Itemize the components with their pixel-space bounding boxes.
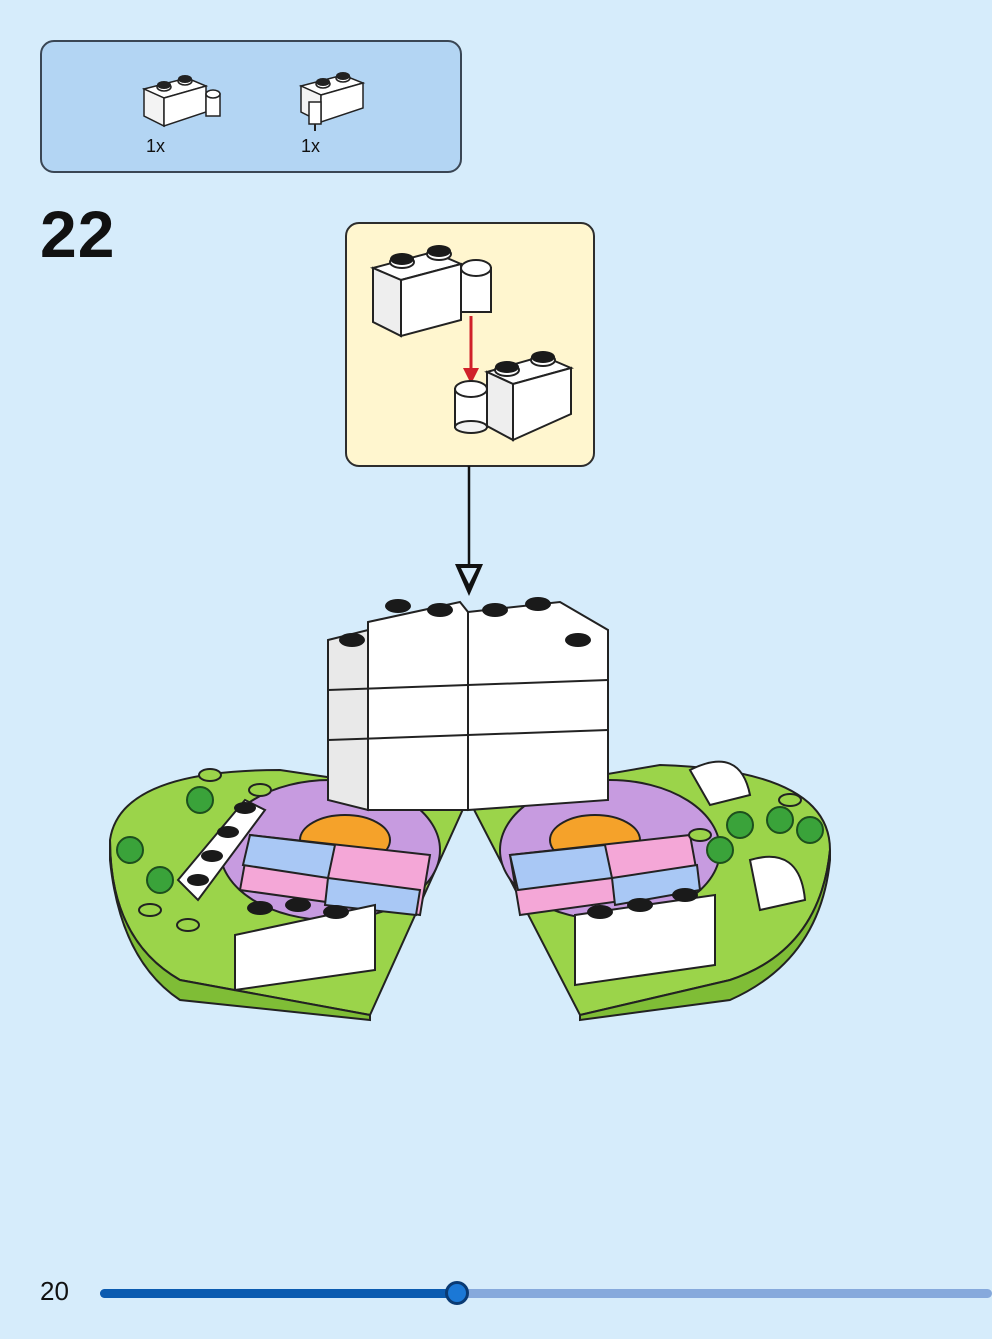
sub-assembly-callout bbox=[345, 222, 595, 467]
part-item: 1x bbox=[142, 64, 232, 164]
part-quantity: 1x bbox=[301, 136, 321, 156]
brick-with-hinge-pin-icon bbox=[298, 72, 366, 131]
progress-knob[interactable] bbox=[445, 1281, 469, 1305]
down-arrow-icon bbox=[455, 564, 483, 596]
progress-track bbox=[100, 1289, 992, 1298]
page-number: 20 bbox=[40, 1276, 69, 1306]
connector-line bbox=[467, 466, 471, 576]
part-quantity: 1x bbox=[146, 136, 166, 156]
part-item: 1x bbox=[297, 64, 387, 164]
progress-fill bbox=[100, 1289, 457, 1298]
model-illustration bbox=[108, 597, 832, 1022]
parts-list-box: 1x 1x bbox=[40, 40, 462, 173]
sub-assembly-illustration bbox=[369, 245, 575, 442]
step-number: 22 bbox=[40, 197, 116, 271]
brick-with-hinge-clip-icon bbox=[142, 75, 221, 128]
